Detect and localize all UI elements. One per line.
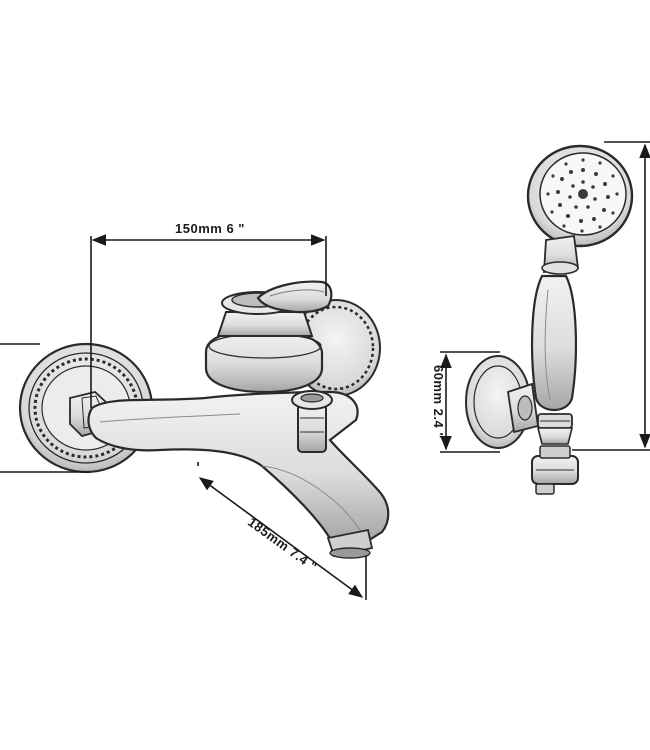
- lever-handle: [256, 280, 333, 314]
- faucet-body: [87, 390, 390, 544]
- mixer-faucet: [18, 280, 390, 559]
- dimension-width: 150mm 6 ": [90, 221, 327, 408]
- diverter-knob: [291, 390, 333, 453]
- dimension-bracket-height: 60mm 2.4 ": [431, 351, 500, 453]
- bracket-height-dimension-label: 60mm 2.4 ": [431, 365, 446, 439]
- dimension-shower-length: [572, 141, 650, 451]
- shower-handle: [530, 234, 580, 445]
- shower-head: [526, 144, 634, 248]
- width-dimension-label: 150mm 6 ": [175, 221, 245, 236]
- hand-shower: [465, 144, 634, 495]
- spray-holes: [546, 158, 619, 233]
- dimension-wall-extent: [0, 343, 90, 473]
- wall-bracket: [465, 355, 540, 449]
- hose-connector: [531, 445, 579, 495]
- spout-dimension-label: 185mm 7.4 ": [245, 514, 320, 574]
